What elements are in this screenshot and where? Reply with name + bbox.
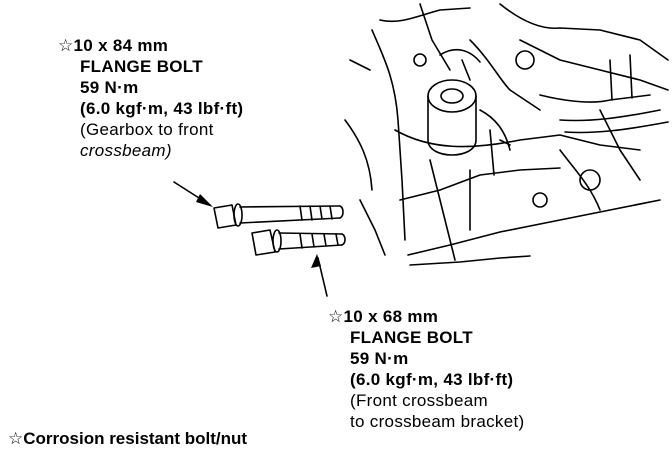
bolt-torque: 59 N·m	[80, 78, 139, 97]
corrosion-resistant-star-icon: ☆	[58, 36, 74, 55]
corrosion-resistant-star-icon: ☆	[328, 307, 344, 326]
footnote-text: Corrosion resistant bolt/nut	[23, 429, 248, 448]
bolt-location-line-2: to crossbeam bracket)	[350, 412, 525, 431]
bolt-location-line-1: (Front crossbeam	[350, 391, 489, 410]
bolt-torque: 59 N·m	[350, 349, 409, 368]
flange-bolt-84mm	[213, 203, 344, 229]
legend-footnote: ☆Corrosion resistant bolt/nut	[8, 429, 247, 449]
bolt-callout-84mm: ☆10 x 84 mm FLANGE BOLT 59 N·m (6.0 kgf·…	[58, 35, 243, 161]
bolt-size: 10 x 84 mm	[73, 36, 169, 55]
corrosion-resistant-star-icon: ☆	[8, 429, 24, 448]
bolt-callout-68mm: ☆10 x 68 mm FLANGE BOLT 59 N·m (6.0 kgf·…	[328, 306, 524, 432]
bolt-torque-alt: (6.0 kgf·m, 43 lbf·ft)	[80, 99, 244, 118]
bolt-name: FLANGE BOLT	[80, 57, 203, 76]
bolt-size: 10 x 68 mm	[343, 307, 439, 326]
arrowhead-68mm	[311, 254, 321, 268]
bolt-location-line-2: crossbeam)	[80, 141, 172, 160]
arrowhead-84mm	[196, 194, 213, 207]
bolt-name: FLANGE BOLT	[350, 328, 473, 347]
bolt-location-line-1: (Gearbox to front	[80, 120, 214, 139]
flange-bolt-68mm	[251, 229, 346, 256]
chassis-linework	[344, 3, 669, 266]
bolt-torque-alt: (6.0 kgf·m, 43 lbf·ft)	[350, 370, 514, 389]
